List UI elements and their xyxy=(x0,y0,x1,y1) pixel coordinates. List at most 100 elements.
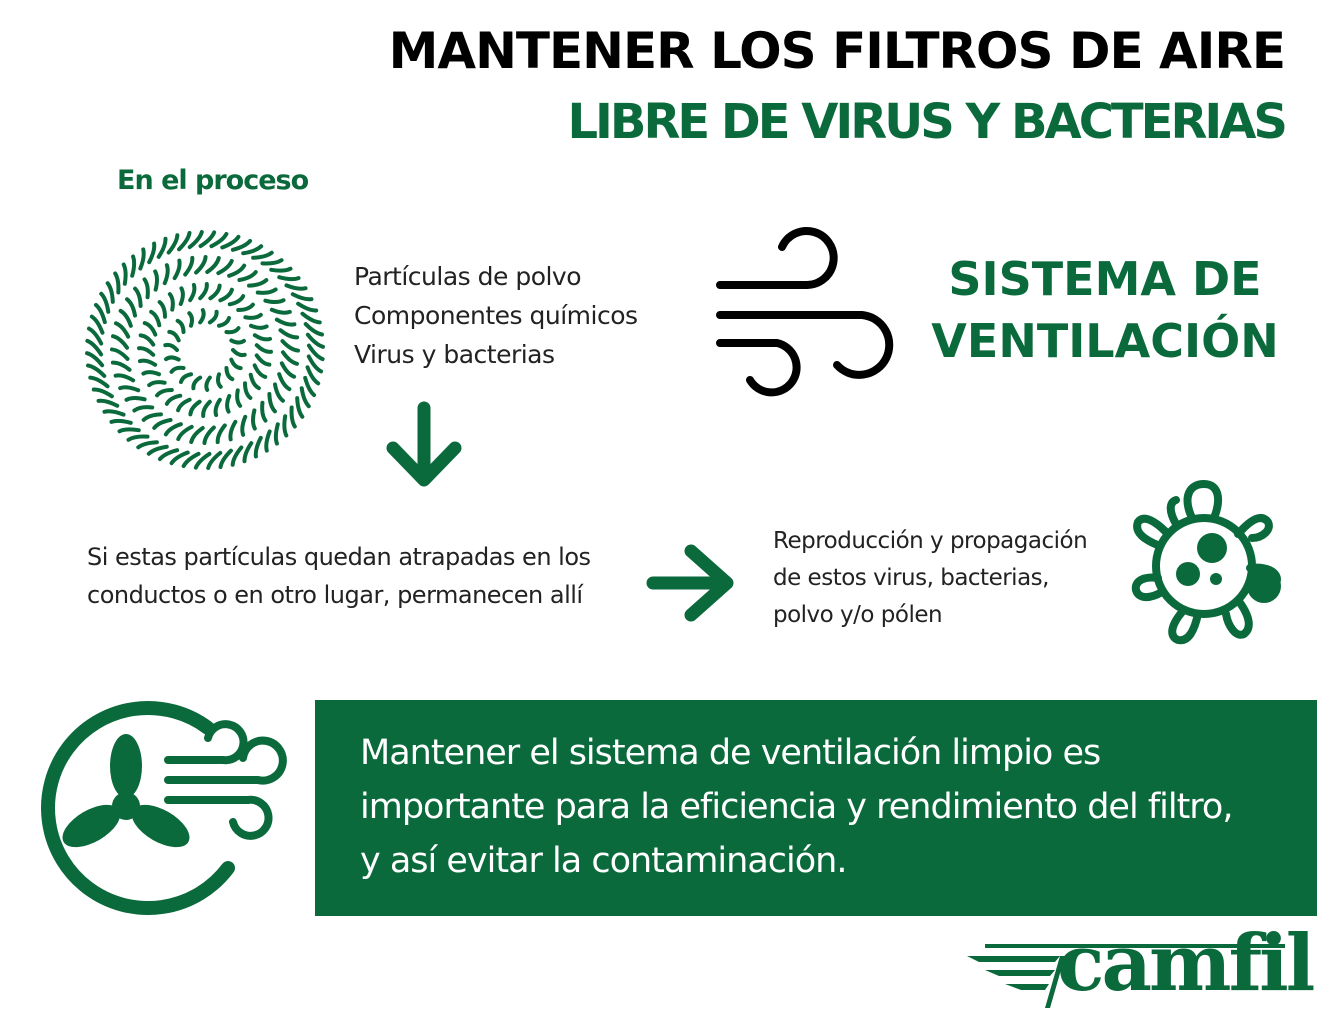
particle-mark xyxy=(236,302,255,312)
particle-mark xyxy=(181,451,201,469)
particle-mark xyxy=(163,342,179,352)
particle-mark xyxy=(189,425,205,444)
particle-mark xyxy=(205,256,221,275)
particle-mark xyxy=(237,270,258,283)
particle-mark xyxy=(243,381,253,400)
particle-mark xyxy=(213,397,222,418)
particle-mark xyxy=(194,255,208,275)
particle-mark xyxy=(183,255,195,277)
particle-mark xyxy=(260,258,284,266)
particle-mark xyxy=(99,291,111,314)
particle-mark xyxy=(138,247,146,271)
callout-line-1: Mantener el sistema de ventilación limpi… xyxy=(360,733,1101,773)
particle-mark xyxy=(277,275,301,282)
particle-mark xyxy=(96,398,120,408)
particle-mark xyxy=(305,332,325,349)
particle-mark xyxy=(162,263,170,286)
particle-mark xyxy=(130,254,137,278)
particle-mark xyxy=(166,233,180,255)
particle-mark xyxy=(264,429,272,453)
particle-mark xyxy=(138,333,156,347)
particle-mark xyxy=(201,399,212,418)
arrow-down-icon xyxy=(386,401,462,487)
particle-mark xyxy=(241,244,264,256)
particle-mark xyxy=(216,258,234,276)
system-line-2: VENTILACIÓN xyxy=(931,314,1279,368)
particle-mark xyxy=(300,311,322,325)
spread-line-1: Reproducción y propagación xyxy=(773,528,1088,554)
particle-mark xyxy=(277,372,292,392)
particle-mark xyxy=(176,424,194,442)
process-item: Partículas de polvo xyxy=(354,262,582,291)
particle-mark xyxy=(157,300,167,319)
particle-mark xyxy=(86,326,104,346)
particle-mark xyxy=(191,375,203,391)
particle-mark xyxy=(137,358,158,367)
particle-mark xyxy=(169,365,186,374)
wind-icon xyxy=(716,227,894,397)
particle-mark xyxy=(267,392,277,414)
particle-mark xyxy=(147,241,157,265)
particle-mark xyxy=(208,283,222,301)
trapped-line-2: conductos o en otro lugar, permanecen al… xyxy=(87,581,583,609)
particle-mark xyxy=(169,450,190,466)
particle-mark xyxy=(89,314,105,335)
particle-mark xyxy=(188,399,202,417)
particle-mark xyxy=(229,357,243,371)
particle-mark xyxy=(118,385,141,393)
particle-mark xyxy=(253,435,263,459)
particle-mark xyxy=(136,440,159,450)
particle-mark xyxy=(224,326,241,335)
particle-mark xyxy=(178,372,193,384)
particle-mark xyxy=(306,354,324,374)
particle-mark xyxy=(228,419,238,442)
particle-mark xyxy=(240,414,248,437)
particle-mark xyxy=(252,363,268,379)
particle-mark xyxy=(86,363,107,378)
particle-mark xyxy=(198,282,209,301)
particle-mark xyxy=(280,339,300,353)
particle-mark xyxy=(260,400,268,423)
particle-mark xyxy=(248,323,269,330)
particle-mark xyxy=(141,370,162,377)
particle-mark xyxy=(117,427,141,434)
particle-mark xyxy=(91,387,114,399)
particle-mark xyxy=(269,307,292,315)
particle-mark xyxy=(217,316,232,328)
particle-mark xyxy=(247,278,269,288)
particle-mark xyxy=(142,277,150,300)
particle-mark xyxy=(202,425,216,445)
particle-mark xyxy=(255,287,278,295)
particle-mark xyxy=(299,386,311,409)
particle-mark xyxy=(207,309,219,325)
fan-blades-icon xyxy=(62,734,190,848)
particle-mark xyxy=(176,397,192,413)
fan-airflow-icon xyxy=(41,701,287,915)
particle-mark xyxy=(254,353,272,367)
particle-mark xyxy=(110,360,132,372)
particle-mark xyxy=(85,351,105,368)
spread-text: Reproducción y propagación de estos viru… xyxy=(773,523,1088,634)
title-line-1: MANTENER LOS FILTROS DE AIRE xyxy=(388,22,1286,80)
particle-mark xyxy=(290,292,314,302)
particle-mark xyxy=(224,365,235,382)
particle-mark xyxy=(85,338,104,357)
particle-mark xyxy=(193,451,212,470)
particle-mark xyxy=(93,302,107,325)
particle-mark xyxy=(198,230,217,249)
particle-mark xyxy=(269,266,293,273)
particle-mark xyxy=(102,409,126,417)
particle-mark xyxy=(225,393,232,414)
callout-box: Mantener el sistema de ventilación limpi… xyxy=(315,700,1317,916)
particle-mark xyxy=(188,282,197,303)
particle-mark xyxy=(230,238,253,252)
particle-mark xyxy=(231,348,247,358)
particle-mark xyxy=(279,361,297,379)
particle-mark xyxy=(289,405,297,429)
particle-mark xyxy=(149,309,162,328)
virus-icon xyxy=(1131,479,1281,645)
particle-mark xyxy=(113,271,121,295)
particle-mark xyxy=(164,393,183,406)
particle-mark xyxy=(229,338,246,345)
particle-mark xyxy=(303,375,317,398)
